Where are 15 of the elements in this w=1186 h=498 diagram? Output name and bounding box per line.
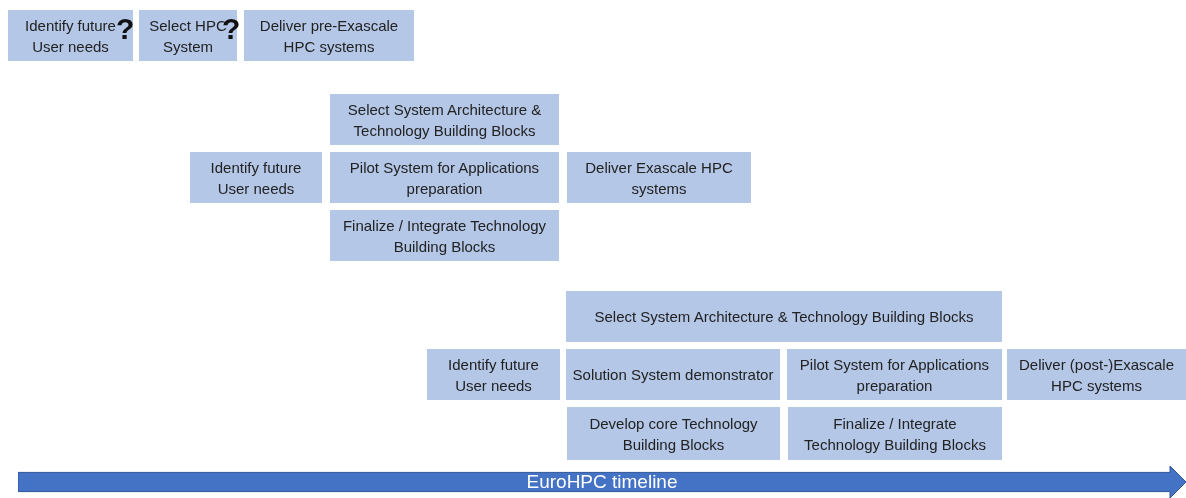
task-box: Deliver Exascale HPC systems: [567, 152, 751, 203]
task-box: Pilot System for Applications preparation: [330, 152, 559, 203]
task-box: Develop core Technology Building Blocks: [567, 407, 780, 460]
task-box: Deliver pre-Exascale HPC systems: [244, 10, 414, 61]
question-mark: ?: [116, 14, 135, 44]
task-box: Deliver (post-)Exascale HPC systems: [1007, 349, 1186, 400]
task-box: Select System Architecture & Technology Building Blocks: [566, 291, 1002, 342]
task-box: Pilot System for Applications preparation: [787, 349, 1002, 400]
timeline-label: EuroHPC timeline: [526, 471, 678, 493]
task-box: Finalize / Integrate Technology Building Blocks: [330, 210, 559, 261]
task-box: Finalize / Integrate Technology Building Blocks: [788, 407, 1002, 460]
task-box: Select System Architecture & Technology Building Blocks: [330, 94, 559, 145]
task-box: Solution System demonstrator: [566, 349, 780, 400]
task-box: Identify future User needs: [427, 349, 560, 400]
task-box: Identify future User needs: [190, 152, 322, 203]
